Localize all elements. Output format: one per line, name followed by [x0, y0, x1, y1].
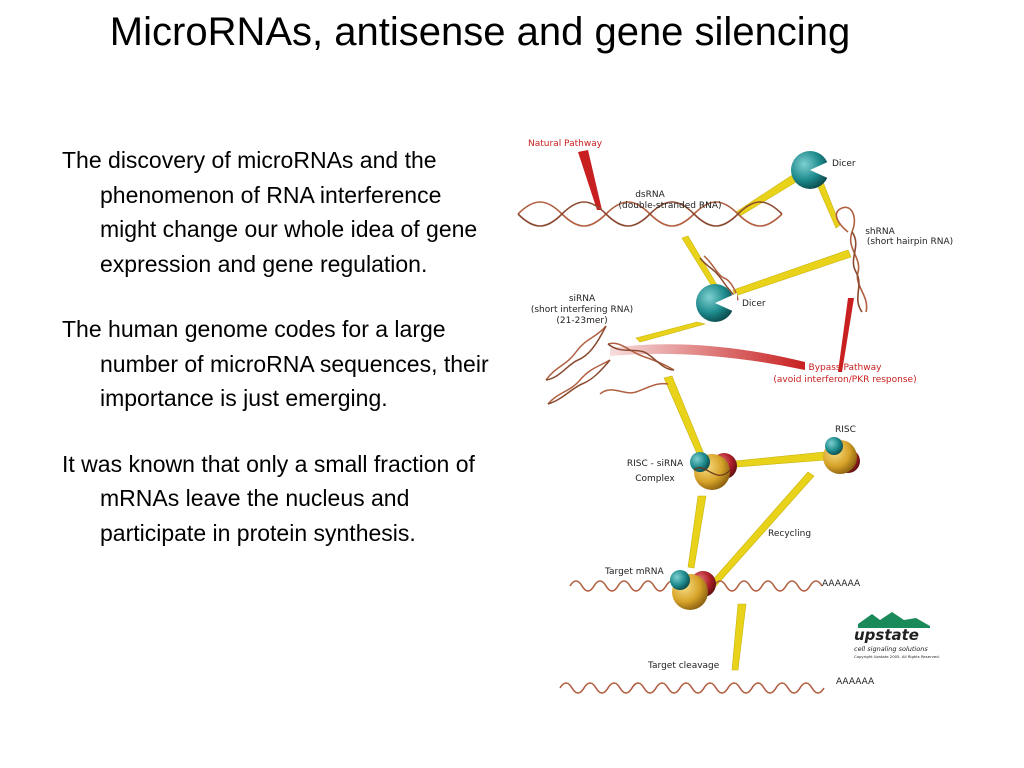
dicer-mid-icon — [696, 284, 737, 322]
rnai-pathway-diagram: Natural Pathway dsRNA (double-stranded R… — [517, 139, 953, 694]
bullet-item: The discovery of microRNAs and the pheno… — [62, 147, 478, 277]
arrow-complex-to-mrna — [687, 495, 707, 569]
arrow-risc-to-complex — [734, 451, 827, 468]
label-recycling: Recycling — [768, 529, 811, 539]
label-complex: Complex — [635, 474, 675, 484]
label-shrna: shRNA — [865, 227, 895, 237]
label-bypass-pathway: Bypass Pathway — [809, 363, 883, 373]
label-risc-sirna: RISC - siRNA — [627, 459, 684, 469]
risc-sirna-complex-icon — [690, 452, 737, 490]
complex-on-mrna-icon — [670, 570, 716, 610]
label-target-mrna: Target mRNA — [604, 567, 664, 577]
label-dicer-mid: Dicer — [742, 299, 766, 309]
shrna-hairpin — [835, 206, 868, 313]
label-sirna-length: (21-23mer) — [556, 316, 607, 326]
bullet-item: The human genome codes for a large numbe… — [62, 316, 489, 411]
label-dicer-top: Dicer — [832, 159, 856, 169]
label-shrna-full: (short hairpin RNA) — [867, 237, 953, 247]
logo-mountain-icon — [858, 612, 930, 628]
logo-tagline: cell signaling solutions — [854, 645, 928, 653]
arrow-dicer-to-sirna — [635, 321, 707, 343]
arrow-mrna-to-cleavage — [731, 603, 747, 671]
logo-name: upstate — [854, 626, 919, 644]
arrow-shrna-to-dicer — [732, 249, 852, 297]
arrow-recycling — [710, 471, 815, 587]
risc-icon — [823, 437, 860, 474]
bullet-list: The discovery of microRNAs and the pheno… — [62, 143, 502, 581]
bullet-item: It was known that only a small fraction … — [62, 450, 475, 546]
arrow-sirna-to-risc — [663, 375, 705, 457]
natural-pathway-arrow — [578, 150, 602, 210]
diagram-labels: Natural Pathway dsRNA (double-stranded R… — [528, 139, 953, 687]
cleaved-target-strand — [559, 682, 825, 694]
shrna-bypass-arrow — [838, 298, 854, 372]
label-sirna: siRNA — [569, 294, 596, 304]
label-polya-1: AAAAAA — [822, 579, 861, 589]
label-target-cleavage: Target cleavage — [647, 661, 720, 671]
label-polya-2: AAAAAA — [836, 677, 875, 687]
label-risc: RISC — [835, 425, 856, 435]
slide-title: MicroRNAs, antisense and gene silencing — [109, 10, 851, 54]
label-natural-pathway: Natural Pathway — [528, 139, 603, 149]
pathway-arrows — [635, 169, 852, 671]
upstate-logo: upstate cell signaling solutions Copyrig… — [854, 612, 940, 659]
label-dsrna-full: (double-stranded RNA) — [618, 201, 721, 211]
dsrna-helix — [517, 201, 783, 227]
label-bypass-note: (avoid interferon/PKR response) — [773, 375, 916, 385]
bypass-pathway-arrow — [610, 344, 805, 370]
logo-copyright: Copyright Upstate 2005. All Rights Reser… — [854, 654, 940, 659]
label-dsrna: dsRNA — [635, 190, 665, 200]
dicer-top-icon — [791, 151, 832, 189]
sirna-fragments — [545, 255, 739, 405]
label-sirna-full: (short interfering RNA) — [531, 305, 633, 315]
